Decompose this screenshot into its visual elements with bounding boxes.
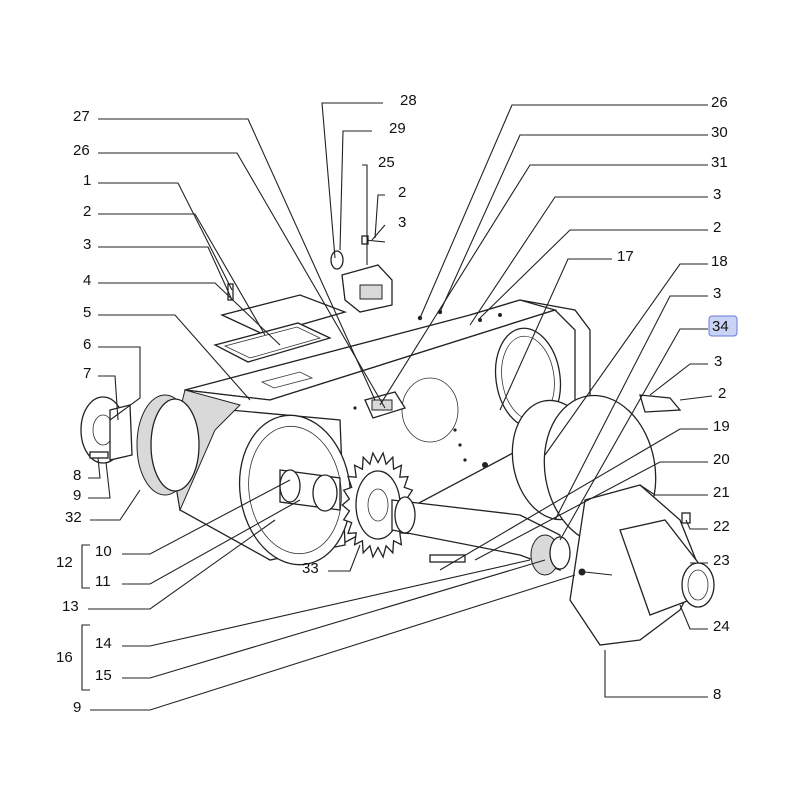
leader-line-3 [469, 196, 708, 326]
callout-label-13: 13 [62, 598, 79, 615]
leader-line-22 [685, 519, 708, 530]
callout-label-32: 32 [65, 509, 82, 526]
leader-line-20 [474, 461, 708, 561]
leader-line-26 [98, 152, 386, 409]
output-hub [569, 484, 715, 646]
callout-label-26: 26 [73, 142, 90, 159]
leader-line-34 [559, 328, 708, 541]
leader-line-29 [339, 130, 372, 251]
leader-line-3 [98, 246, 233, 301]
callout-label-20: 20 [713, 451, 730, 468]
callout-label-27: 27 [73, 108, 90, 125]
callout-label-31: 31 [711, 154, 728, 171]
callout-label-34: 34 [712, 318, 729, 335]
callout-label-4: 4 [83, 272, 91, 289]
top-cover-and-gasket [213, 283, 348, 363]
leader-line-2 [98, 213, 266, 336]
inspection-cover [330, 235, 393, 313]
callout-label-10: 10 [95, 543, 112, 560]
callout-label-2: 2 [83, 203, 91, 220]
leader-line-7 [98, 375, 119, 421]
leader-line-28 [321, 102, 383, 259]
leader-line-33 [328, 544, 361, 572]
group-brackets [81, 544, 90, 691]
highlighted-callout-box [708, 315, 738, 337]
callout-label-3: 3 [83, 236, 91, 253]
callout-label-8: 8 [73, 467, 81, 484]
leader-line-26 [419, 104, 708, 319]
callout-label-23: 23 [713, 552, 730, 569]
callout-label-28: 28 [400, 92, 417, 109]
leader-line-24 [679, 604, 708, 630]
callout-label-19: 19 [713, 418, 730, 435]
callout-label-7: 7 [83, 365, 91, 382]
callout-label-17: 17 [617, 248, 634, 265]
callout-label-2: 2 [713, 219, 721, 236]
callout-label-8: 8 [713, 686, 721, 703]
leader-line-13 [88, 519, 276, 610]
leader-line-1 [98, 182, 233, 291]
callout-label-22: 22 [713, 518, 730, 535]
callout-label-3: 3 [713, 186, 721, 203]
callout-label-3: 3 [398, 214, 406, 231]
input-shaft [279, 469, 341, 512]
callout-label-16: 16 [56, 649, 73, 666]
callout-label-30: 30 [711, 124, 728, 141]
leader-line-6 [98, 346, 141, 421]
callout-label-2: 2 [718, 385, 726, 402]
leader-line-8 [88, 457, 101, 479]
leader-line-27 [98, 118, 376, 401]
callout-label-1: 1 [83, 172, 91, 189]
leader-line-14 [122, 559, 531, 647]
leader-line-2 [374, 194, 385, 239]
callout-label-2: 2 [398, 184, 406, 201]
callout-label-9: 9 [73, 487, 81, 504]
leader-line-4 [98, 282, 281, 346]
callout-label-25: 25 [378, 154, 395, 171]
leader-line-15 [122, 559, 546, 679]
leader-line-25 [362, 164, 368, 265]
leader-line-31 [379, 164, 708, 406]
leader-line-32 [90, 489, 141, 521]
leader-line-9 [88, 461, 111, 499]
leader-line-5 [98, 314, 251, 401]
callout-label-11: 11 [95, 573, 111, 590]
callout-label-24: 24 [713, 618, 730, 635]
leader-line-2 [679, 395, 713, 401]
callout-label-12: 12 [56, 554, 73, 571]
leader-line-18 [544, 263, 708, 456]
leader-line-3 [554, 295, 708, 521]
leader-line-8 [604, 650, 708, 698]
callout-label-6: 6 [83, 336, 91, 353]
callout-label-33: 33 [302, 560, 319, 577]
leader-line-3 [649, 363, 708, 396]
callout-label-18: 18 [711, 253, 728, 270]
callout-label-3: 3 [713, 285, 721, 302]
leader-line-17 [499, 258, 612, 411]
leader-line-9 [90, 574, 576, 711]
output-shaft [391, 496, 571, 576]
callout-label-21: 21 [713, 484, 730, 501]
leader-line-3 [371, 224, 386, 241]
leader-line-11 [122, 499, 301, 585]
callout-labels: 2829252327261234567893210111213141516933… [56, 92, 738, 716]
input-flange-assembly [80, 394, 200, 496]
callout-label-3: 3 [714, 353, 722, 370]
callout-label-5: 5 [83, 304, 91, 321]
leader-line-30 [439, 134, 708, 313]
leader-line-2 [479, 229, 708, 319]
callout-label-14: 14 [95, 635, 112, 652]
leader-line-21 [639, 484, 708, 496]
leader-line-10 [122, 479, 291, 555]
callout-label-26: 26 [711, 94, 728, 111]
callout-label-9: 9 [73, 699, 81, 716]
callout-label-29: 29 [389, 120, 406, 137]
leader-line-19 [439, 428, 708, 571]
small-housing-cover [364, 391, 406, 419]
leader-lines [88, 102, 713, 711]
callout-label-15: 15 [95, 667, 112, 684]
